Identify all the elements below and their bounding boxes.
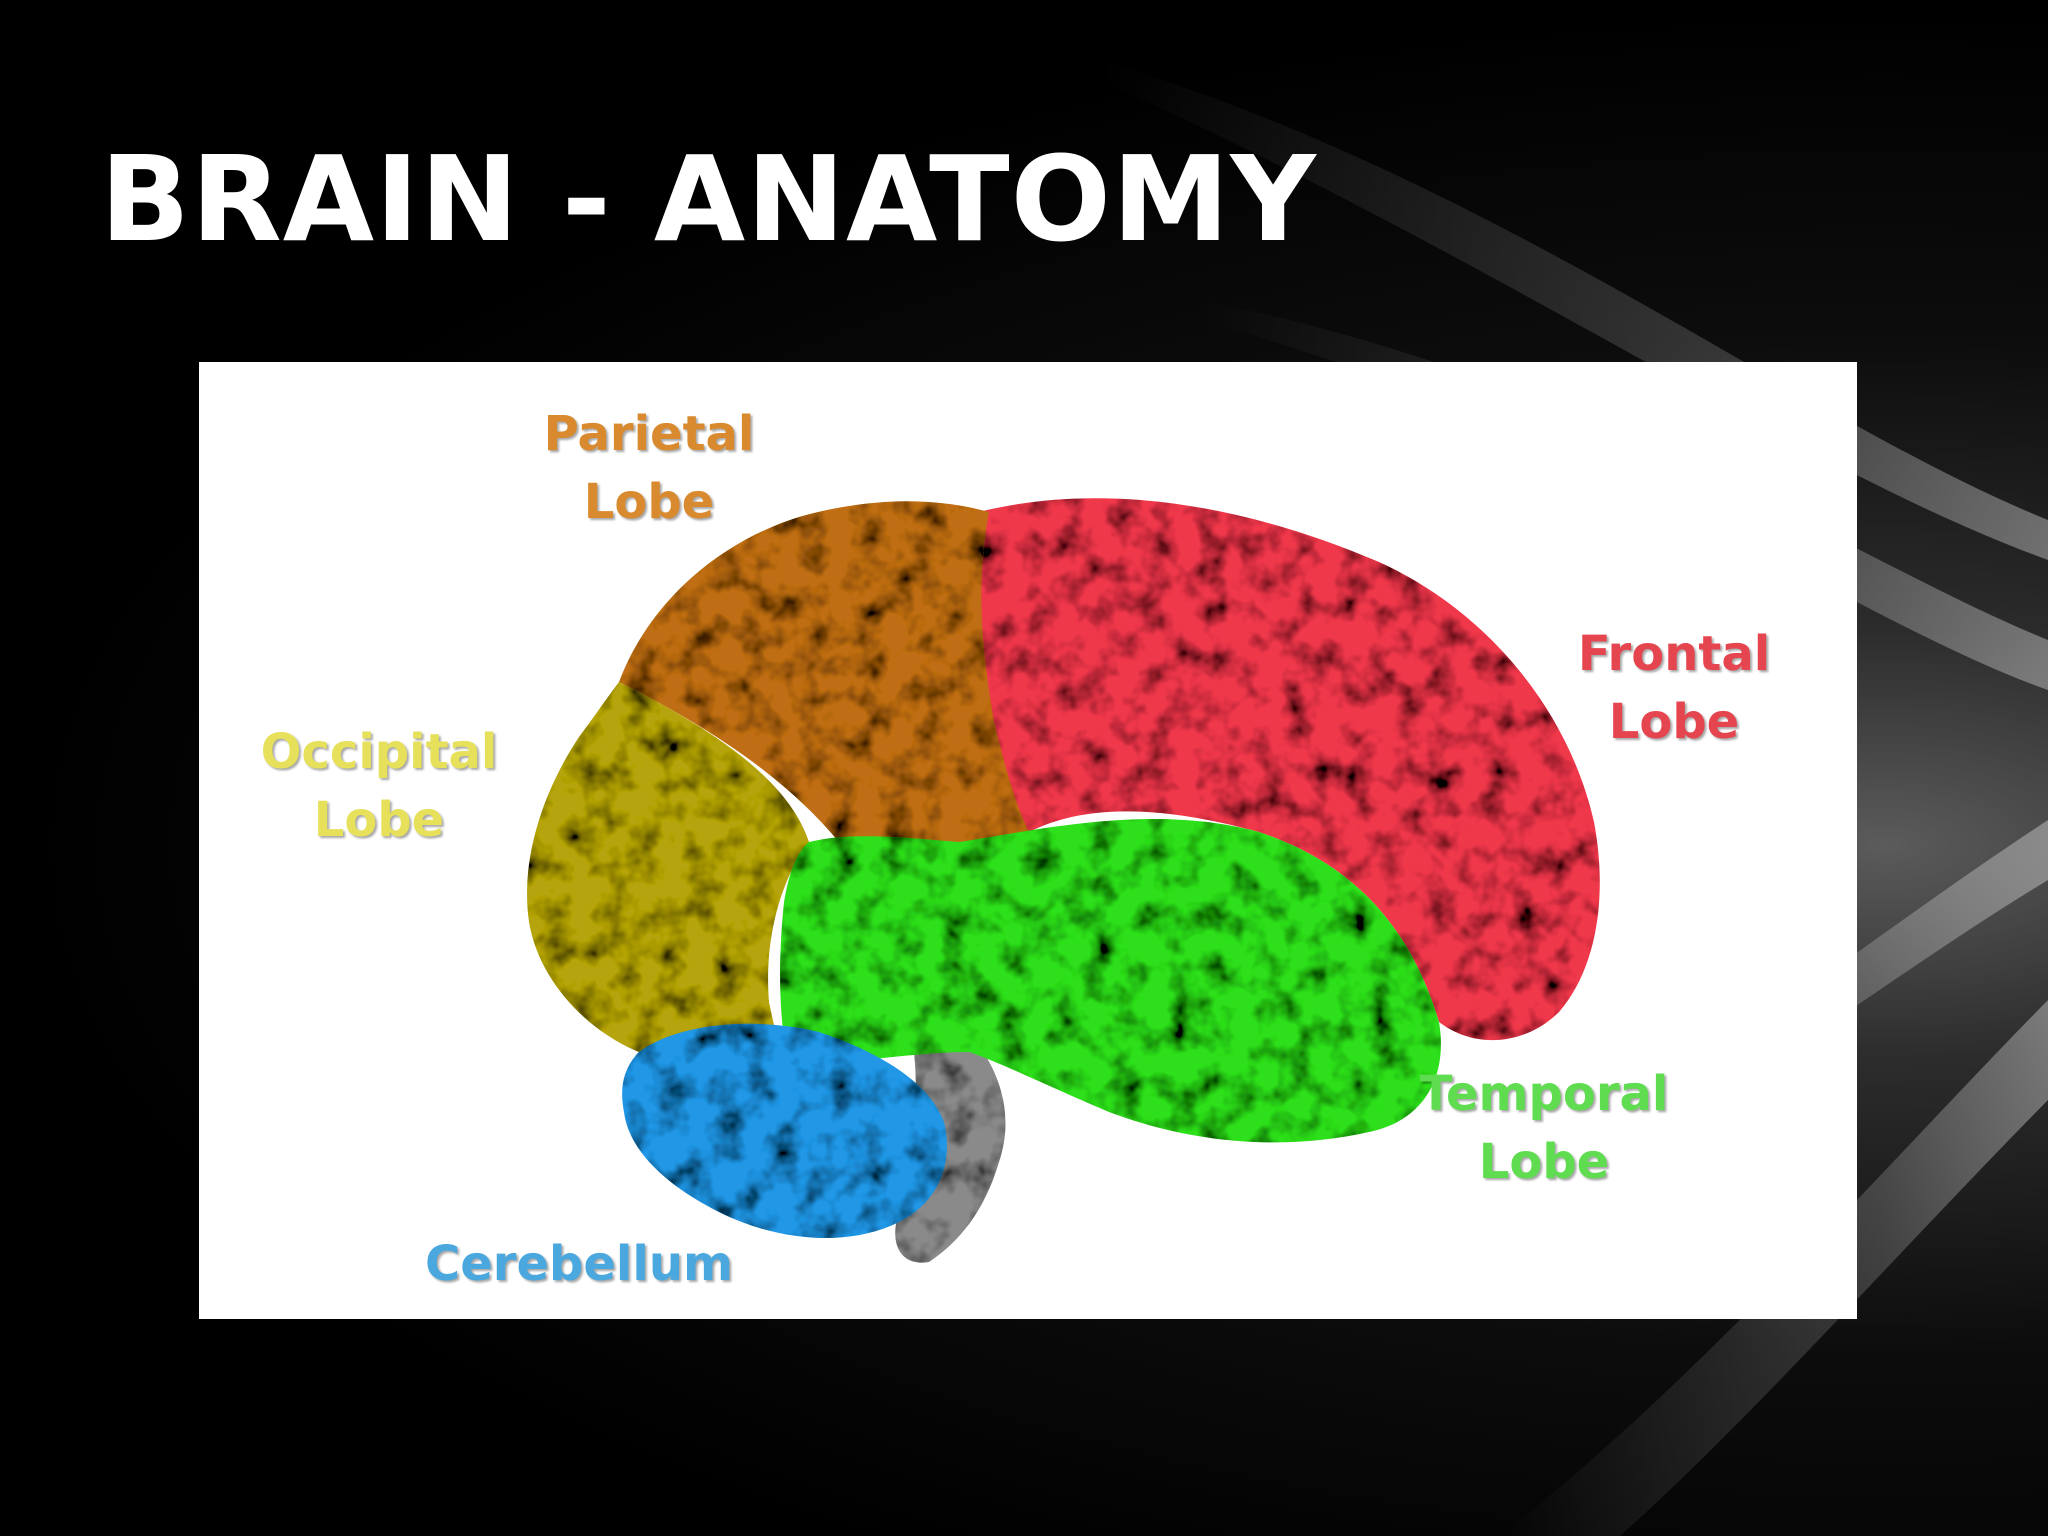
frontal-lobe-region: [974, 498, 1600, 1041]
slide-title: BRAIN - ANATOMY: [100, 130, 1317, 268]
temporal-lobe-region: [780, 819, 1441, 1143]
temporal-lobe-label: Temporal Lobe: [1384, 1060, 1704, 1196]
frontal-lobe-label: Frontal Lobe: [1544, 620, 1804, 756]
parietal-lobe-label: Parietal Lobe: [499, 400, 799, 536]
parietal-lobe-label-line2: Lobe: [583, 474, 715, 530]
cerebellum-label: Cerebellum: [399, 1230, 759, 1298]
frontal-lobe-label-line2: Lobe: [1608, 694, 1740, 750]
cerebellum-label-line1: Cerebellum: [424, 1236, 733, 1292]
frontal-lobe-label-line1: Frontal: [1577, 626, 1771, 682]
cerebellum-region: [622, 1023, 947, 1239]
temporal-lobe-label-line1: Temporal: [1419, 1066, 1669, 1122]
parietal-lobe-label-line1: Parietal: [543, 406, 755, 462]
occipital-lobe-label: Occipital Lobe: [229, 718, 529, 854]
brain-illustration: [527, 498, 1600, 1263]
occipital-lobe-label-line2: Lobe: [313, 792, 445, 848]
parietal-lobe-region: [619, 501, 1036, 922]
temporal-lobe-label-line2: Lobe: [1478, 1134, 1610, 1190]
occipital-lobe-label-line1: Occipital: [260, 724, 498, 780]
brain-diagram-panel: Parietal Lobe Frontal Lobe Occipital Lob…: [199, 362, 1857, 1319]
occipital-lobe-region: [527, 682, 809, 1067]
